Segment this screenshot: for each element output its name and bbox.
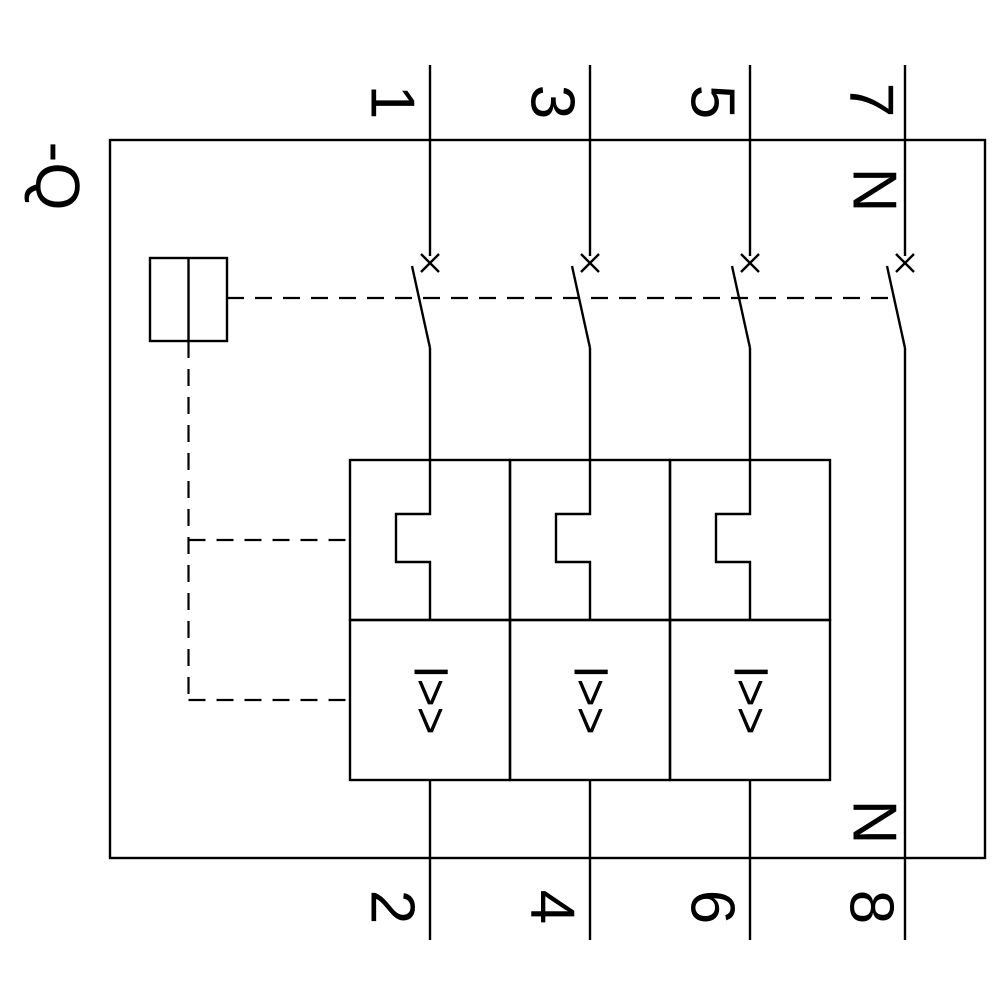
reference-designator-label: -Q [23, 142, 92, 211]
pole3-switch-blade [730, 265, 752, 349]
terminal-label-3: 3 [518, 85, 587, 119]
terminal-label-7: 7 [837, 83, 906, 117]
magnetic-release-box-3 [668, 618, 832, 782]
device-outline [108, 138, 987, 860]
pole1-switch-blade [410, 265, 432, 349]
terminal-label-8: 8 [837, 890, 906, 924]
magnetic-release-label-1: I>> [404, 665, 457, 734]
neutral-contact-cross-icon [895, 253, 915, 273]
pole2-contact-cross-icon [580, 253, 600, 273]
pole3-thermal-release-symbol [714, 460, 752, 620]
terminal-label-6: 6 [678, 890, 747, 924]
neutral-switch-blade [885, 265, 907, 349]
magnetic-release-label-2: I>> [564, 665, 617, 734]
pole2-thermal-release-symbol [554, 460, 592, 620]
pole3-contact-cross-icon [740, 253, 760, 273]
pole1-contact-cross-icon [420, 253, 440, 273]
terminal-label-1: 1 [358, 85, 427, 119]
neutral-label-bottom: N [840, 800, 909, 845]
neutral-label-top: N [840, 168, 909, 213]
pole1-thermal-release-symbol [394, 460, 432, 620]
terminal-label-2: 2 [358, 890, 427, 924]
terminal-label-4: 4 [518, 890, 587, 924]
pole2-switch-blade [570, 265, 592, 349]
terminal-label-5: 5 [678, 85, 747, 119]
magnetic-release-label-3: I>> [724, 665, 777, 734]
